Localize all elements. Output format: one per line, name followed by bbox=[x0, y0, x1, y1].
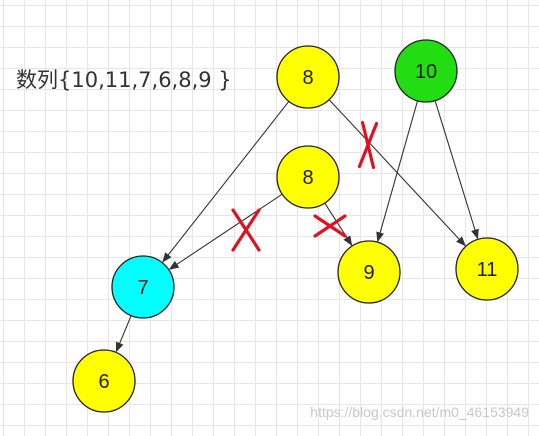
node-n10: 10 bbox=[394, 39, 458, 103]
crosses-layer bbox=[231, 120, 379, 252]
node-circle-n8b bbox=[276, 145, 340, 209]
node-label-n7: 7 bbox=[137, 277, 148, 299]
edge-n7-to-n6 bbox=[115, 313, 133, 353]
node-label-n6: 6 bbox=[98, 371, 109, 393]
node-circle-n7 bbox=[111, 255, 175, 319]
node-circle-n8a bbox=[276, 45, 340, 109]
edge-n10-to-n9 bbox=[376, 98, 419, 243]
node-label-n8b: 8 bbox=[302, 167, 313, 189]
node-circle-n10 bbox=[394, 39, 458, 103]
edge-n8b-to-n7 bbox=[168, 192, 285, 270]
node-circle-n11 bbox=[455, 237, 519, 301]
cross-mark-n8b-to-n9 bbox=[313, 214, 347, 238]
node-label-n10: 10 bbox=[415, 61, 437, 83]
watermark: https://blog.csdn.net/m0_46153949 bbox=[310, 404, 529, 420]
cross-mark-n8a-to-n11 bbox=[357, 120, 379, 170]
node-n8b: 8 bbox=[276, 145, 340, 209]
node-n11: 11 bbox=[455, 237, 519, 301]
edges-layer bbox=[115, 97, 479, 353]
edge-n8a-to-n11 bbox=[327, 97, 466, 247]
node-circle-n9 bbox=[337, 240, 401, 304]
node-label-n11: 11 bbox=[477, 259, 498, 281]
node-label-n8a: 8 bbox=[302, 67, 313, 89]
edge-n8a-to-n7 bbox=[162, 99, 291, 263]
node-label-n9: 9 bbox=[363, 262, 374, 284]
cross-mark-n8b-to-n7 bbox=[231, 208, 261, 252]
node-circle-n6 bbox=[72, 349, 136, 413]
node-n6: 6 bbox=[72, 349, 136, 413]
node-n8a: 8 bbox=[276, 45, 340, 109]
sequence-label: 数列{10,11,7,6,8,9 } bbox=[16, 68, 232, 92]
edge-n10-to-n11 bbox=[433, 98, 479, 240]
nodes-layer: 8 10 8 7 9 11 6 bbox=[72, 39, 519, 413]
node-n9: 9 bbox=[337, 240, 401, 304]
edge-n8b-to-n9 bbox=[323, 201, 353, 246]
node-n7: 7 bbox=[111, 255, 175, 319]
